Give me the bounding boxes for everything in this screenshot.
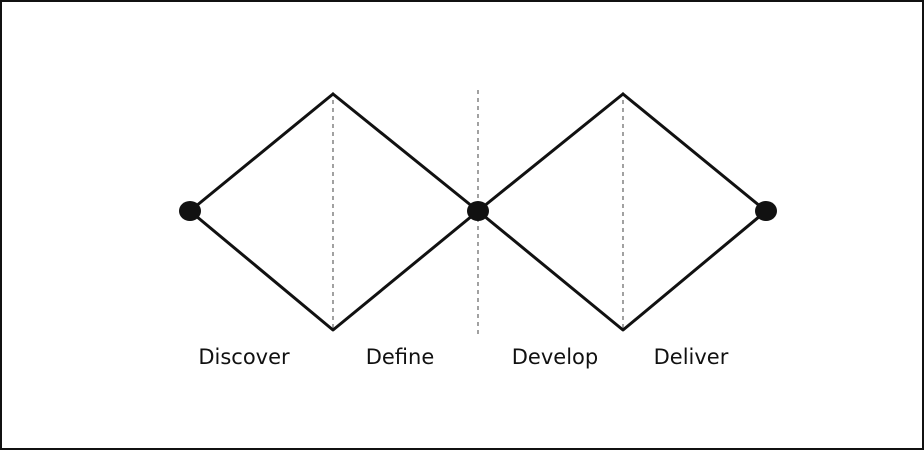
second-diamond [476,92,768,332]
phase-label-define: Define [366,345,435,369]
first-diamond [188,92,480,332]
phase-label-discover: Discover [198,345,290,369]
middle-node [467,201,489,221]
phase-label-develop: Develop [512,345,598,369]
start-node [179,201,201,221]
phase-label-deliver: Deliver [654,345,729,369]
end-node [755,201,777,221]
